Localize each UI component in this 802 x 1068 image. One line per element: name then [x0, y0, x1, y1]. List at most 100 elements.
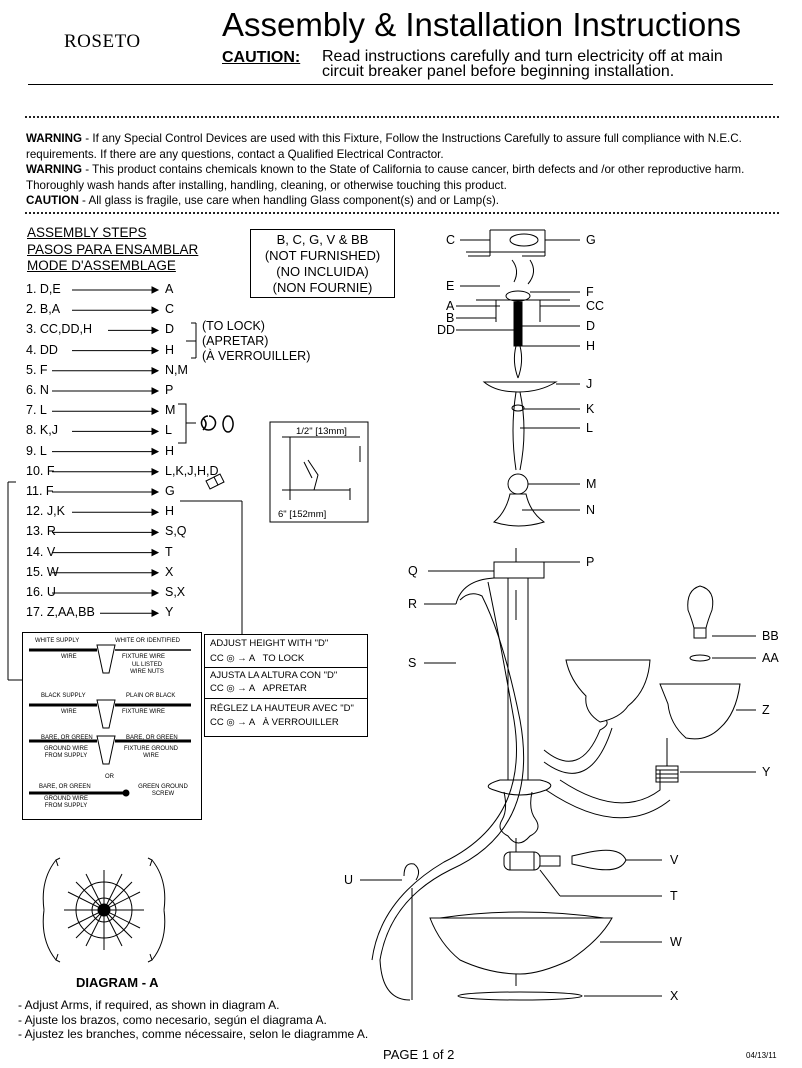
step-arrowhead — [151, 548, 160, 557]
wiring-label: FIXTURE WIRE — [122, 654, 165, 660]
part-label: C — [446, 233, 456, 247]
lock-note-es: (APRETAR) — [202, 334, 269, 348]
step-target: C — [165, 302, 175, 317]
part-label: AA — [762, 651, 779, 665]
step-arrowhead — [151, 467, 160, 476]
steps-header: ASSEMBLY STEPS PASOS PARA ENSAMBLAR MODE… — [27, 225, 198, 275]
notes-block: - Adjust Arms, if required, as shown in … — [18, 998, 368, 1042]
measure-half-inch: 1/2" [13mm] — [296, 426, 347, 437]
step-target: D — [165, 322, 175, 337]
step-parts: 16. U — [26, 585, 56, 599]
step-parts: 9. L — [26, 443, 47, 458]
part-label: Q — [408, 564, 418, 578]
part-label: U — [344, 873, 354, 887]
part-label: DD — [437, 323, 456, 337]
part-cc: CC — [210, 683, 224, 694]
part-label: P — [586, 555, 595, 569]
revision-date: 04/13/11 — [746, 1051, 777, 1060]
caution-text: - All glass is fragile, use care when ha… — [78, 194, 499, 207]
part-label: BB — [762, 629, 779, 643]
step-parts: 17. Z,AA,BB — [26, 605, 95, 620]
step-target: P — [165, 383, 174, 397]
wiring-diagram-box: WHITE SUPPLY WHITE OR IDENTIFIED WIRE FI… — [22, 632, 202, 820]
not-furnished-line: (NON FOURNIE) — [272, 280, 373, 295]
step-parts: 11. F — [26, 484, 54, 498]
part-label: G — [586, 233, 596, 247]
step-arrowhead — [151, 346, 160, 355]
part-cc: CC — [210, 653, 224, 664]
adjust-action: TO LOCK — [262, 653, 305, 664]
step-arrowhead — [151, 387, 160, 395]
note-fr: - Ajustez les branches, comme nécessaire… — [18, 1027, 369, 1041]
step-target: L — [165, 423, 172, 438]
step-target: H — [165, 504, 175, 519]
warning-text: - If any Special Control Devices are use… — [26, 132, 742, 161]
step-arrowhead — [151, 609, 160, 618]
part-label: D — [586, 319, 596, 333]
part-label: J — [586, 377, 593, 391]
step-target: G — [165, 484, 175, 498]
step-arrowhead — [151, 568, 160, 577]
not-furnished-line: B, C, G, V & BB — [276, 232, 369, 247]
warning-text: - This product contains chemicals known … — [26, 163, 745, 192]
wiring-label: FIXTURE WIRE — [122, 709, 165, 715]
note-en: - Adjust Arms, if required, as shown in … — [18, 998, 280, 1012]
part-a: A — [248, 653, 255, 664]
brand-logo: ROSETO — [64, 31, 141, 52]
step-arrowhead — [151, 306, 160, 315]
step-arrowhead — [151, 286, 160, 294]
divider — [205, 698, 367, 699]
diagram-a — [42, 857, 166, 963]
step-parts: 3. CC,DD,H — [26, 322, 92, 337]
part-label: A — [446, 299, 455, 313]
adjust-en: ADJUST HEIGHT WITH "D" — [210, 638, 329, 649]
step-arrowhead — [151, 326, 160, 335]
steps-header-en: ASSEMBLY STEPS — [27, 225, 147, 240]
part-cc: CC — [210, 717, 224, 728]
adjust-es-action: CC ◎ → A APRETAR — [210, 683, 307, 694]
step-target: L,K,J,H,D — [165, 463, 219, 478]
note-es: - Ajuste los brazos, como necesario, seg… — [18, 1012, 327, 1027]
step-parts: 6. N — [26, 383, 49, 397]
step-target: N,M — [165, 362, 188, 377]
step-arrowhead — [151, 589, 160, 597]
steps-header-es: PASOS PARA ENSAMBLAR — [27, 241, 199, 257]
step-arrowhead — [151, 488, 160, 496]
part-label: Z — [762, 703, 770, 717]
wiring-label: BLACK SUPPLY — [41, 693, 86, 699]
lock-note-en: (TO LOCK) — [202, 319, 265, 333]
wiring-label: BARE, OR GREEN — [39, 784, 91, 790]
part-label: V — [670, 853, 679, 867]
divider — [205, 667, 367, 668]
warning-label: WARNING — [26, 163, 83, 176]
part-label: CC — [586, 299, 605, 313]
adjust-es: AJUSTA LA ALTURA CON "D" — [210, 670, 338, 681]
step-parts: 15. W — [26, 564, 59, 579]
part-label: X — [670, 989, 679, 1003]
step-parts: 7. L — [26, 403, 47, 418]
part-label: N — [586, 503, 596, 517]
not-furnished-line: (NOT FURNISHED) — [264, 248, 381, 263]
steps-header-fr: MODE D'ASSEMBLAGE — [27, 258, 176, 273]
part-label: Y — [762, 765, 771, 779]
part-label: W — [670, 935, 682, 949]
wiring-label: FIXTURE GROUND WIRE — [124, 746, 178, 759]
caution-label: CAUTION: — [222, 49, 301, 66]
part-label: S — [408, 656, 417, 670]
wiring-label: GROUND WIRE FROM SUPPLY — [44, 796, 88, 809]
wiring-label: BARE, OR GREEN — [126, 735, 178, 741]
diagram-a-label: DIAGRAM - A — [76, 975, 159, 990]
star-divider-bottom — [24, 210, 780, 216]
part-label: F — [586, 285, 594, 299]
step-arrowhead — [151, 366, 160, 375]
wiring-label: PLAIN OR BLACK — [126, 693, 176, 699]
step-target: A — [165, 282, 174, 296]
step-target: T — [165, 544, 173, 559]
not-furnished-box: B, C, G, V & BB (NOT FURNISHED) (NO INCL… — [250, 229, 395, 298]
part-label: L — [586, 421, 593, 435]
lock-note-fr: (À VERROUILLER) — [202, 349, 311, 363]
part-label: H — [586, 339, 596, 353]
step-arrowhead — [151, 508, 160, 517]
step-target: S,X — [165, 585, 186, 599]
